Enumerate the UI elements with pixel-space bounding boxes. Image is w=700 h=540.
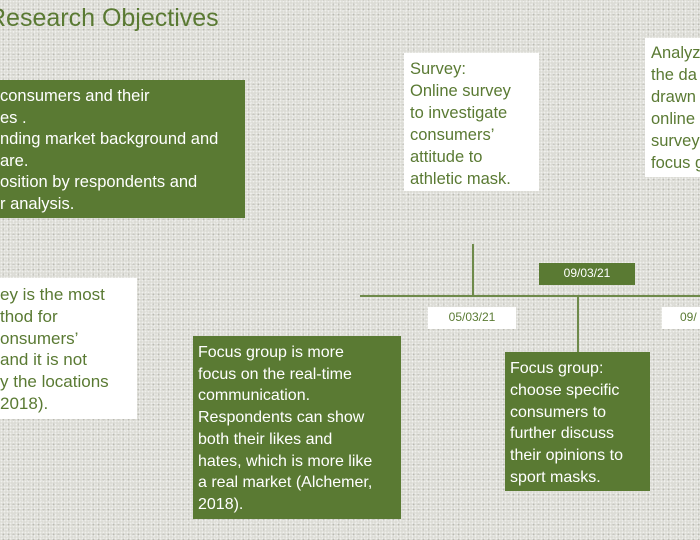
- survey-card-line: to investigate: [410, 104, 508, 122]
- focus-card-line: choose specific: [510, 381, 620, 399]
- timeline-axis: [360, 295, 700, 297]
- survey-card-line: Survey:: [410, 60, 466, 78]
- survey-card-line: Online survey: [410, 82, 511, 100]
- objectives-line: r analysis.: [0, 194, 75, 213]
- analyze-card-line: Analyz: [651, 44, 700, 62]
- timeline-date-label: 09/03/21: [539, 263, 635, 285]
- analyze-card-line: drawn: [651, 88, 696, 106]
- focus-card-line: Focus group:: [510, 360, 604, 377]
- objectives-line: osition by respondents and: [0, 173, 198, 191]
- focus-note-line: 2018).: [198, 495, 244, 513]
- focus-group-card: Focus group: choose specific consumers t…: [505, 352, 650, 491]
- timeline-tick-focus: [577, 296, 579, 354]
- survey-note-line: thod for: [0, 306, 58, 326]
- objectives-box: consumers and their es . nding market ba…: [0, 80, 245, 218]
- survey-note-line: y the locations: [0, 372, 109, 392]
- analyze-card: Analyz the da drawn online survey focus …: [645, 38, 700, 177]
- focus-card-line: their opinions to: [510, 447, 623, 465]
- timeline-date-label: 05/03/21: [428, 307, 516, 329]
- focus-card-line: consumers to: [510, 403, 607, 421]
- focus-card-line: further discuss: [510, 425, 615, 443]
- survey-note: ey is the most thod for onsumers’ and it…: [0, 278, 137, 419]
- objectives-line: nding market background and: [0, 130, 219, 148]
- survey-card-line: attitude to: [410, 148, 483, 166]
- survey-note-line: ey is the most: [0, 285, 105, 304]
- timeline-tick-survey: [472, 244, 474, 296]
- focus-note-line: communication.: [198, 387, 311, 405]
- analyze-card-line: the da: [651, 66, 697, 84]
- timeline-date-label: 09/: [662, 307, 700, 329]
- survey-card-line: athletic mask.: [410, 170, 511, 188]
- focus-note-line: Focus group is more: [198, 344, 344, 361]
- objectives-line: es .: [0, 108, 27, 127]
- focus-note-line: focus on the real-time: [198, 365, 352, 383]
- focus-note-line: both their likes and: [198, 430, 333, 448]
- objectives-line: are.: [0, 151, 29, 170]
- focus-note-line: a real market (Alchemer,: [198, 474, 373, 492]
- analyze-card-line: focus g: [651, 154, 700, 172]
- page-title: Research Objectives: [0, 4, 219, 32]
- survey-note-line: onsumers’: [0, 328, 79, 348]
- focus-note-line: Respondents can show: [198, 409, 365, 427]
- survey-note-line: and it is not: [0, 350, 87, 370]
- focus-card-line: sport masks.: [510, 468, 601, 486]
- analyze-card-line: online: [651, 110, 696, 128]
- survey-note-line: 2018).: [0, 393, 49, 413]
- objectives-line: consumers and their: [0, 87, 150, 105]
- survey-card: Survey: Online survey to investigate con…: [404, 53, 539, 191]
- survey-card-line: consumers’: [410, 126, 495, 144]
- focus-note-line: hates, which is more like: [198, 452, 373, 470]
- analyze-card-line: survey: [651, 132, 700, 150]
- focus-group-note: Focus group is more focus on the real-ti…: [193, 336, 401, 519]
